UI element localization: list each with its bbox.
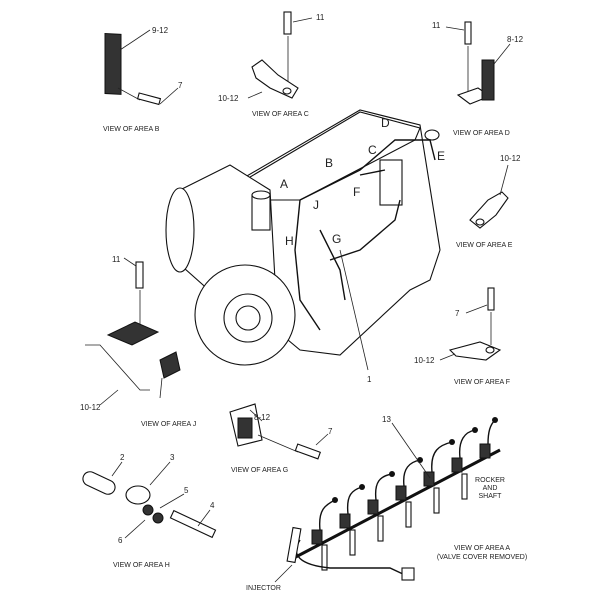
area-letter-j: J bbox=[313, 198, 319, 212]
caption-area-e: VIEW OF AREA E bbox=[456, 242, 513, 249]
caption-area-g: VIEW OF AREA G bbox=[231, 467, 288, 474]
clip-bracket bbox=[106, 321, 160, 346]
callout-13: 13 bbox=[382, 415, 391, 424]
bolt-11 bbox=[283, 11, 292, 35]
view-area-b: 9-12 7 VIEW OF AREA B bbox=[103, 26, 183, 133]
callout-10-12: 10-12 bbox=[80, 403, 101, 412]
clip-bracket-lower bbox=[159, 351, 181, 379]
rocker-label: SHAFT bbox=[479, 493, 503, 500]
callout-5: 5 bbox=[184, 486, 189, 495]
harness-clip-strip bbox=[104, 32, 122, 95]
area-letter-h: H bbox=[285, 234, 294, 248]
view-area-f: 7 10-12 VIEW OF AREA F bbox=[414, 287, 510, 386]
view-area-a: 13 ROCKER AND SHAFT VIEW OF AREA A (VALV… bbox=[246, 415, 527, 592]
view-area-g: 8-12 7 VIEW OF AREA G bbox=[229, 403, 333, 474]
air-cleaner-end bbox=[165, 187, 195, 273]
area-letter-e: E bbox=[437, 149, 445, 163]
caption-area-c: VIEW OF AREA C bbox=[252, 111, 309, 118]
rocker-arms bbox=[311, 443, 491, 571]
callout-9-12: 9-12 bbox=[152, 26, 169, 35]
bolt-11 bbox=[135, 261, 144, 289]
fuel-filter bbox=[379, 159, 403, 206]
callout-6: 6 bbox=[118, 536, 123, 545]
harness-connector bbox=[401, 567, 415, 581]
nut-6 bbox=[152, 512, 164, 524]
view-area-h: 2 3 5 4 6 VIEW OF AREA H bbox=[82, 453, 217, 569]
area-letter-g: G bbox=[332, 232, 341, 246]
bolt-7 bbox=[294, 443, 322, 460]
wiring-harness bbox=[294, 139, 436, 331]
engine-assembly: D C E B A F J H G 1 bbox=[165, 109, 445, 384]
callout-8-12: 8-12 bbox=[507, 35, 524, 44]
intake-pipe bbox=[251, 194, 271, 231]
area-letter-f: F bbox=[353, 185, 360, 199]
area-letter-c: C bbox=[368, 143, 377, 157]
injector-label: INJECTOR bbox=[246, 585, 281, 592]
bolt-4 bbox=[169, 509, 217, 539]
caption-area-d: VIEW OF AREA D bbox=[453, 130, 510, 137]
rocker-shaft bbox=[289, 448, 501, 562]
caption-area-a: VIEW OF AREA A bbox=[454, 545, 510, 552]
view-area-j: 11 10-12 VIEW OF AREA J bbox=[80, 255, 196, 428]
sleeve-2 bbox=[82, 471, 116, 495]
injector bbox=[286, 526, 302, 564]
callout-4: 4 bbox=[210, 501, 215, 510]
callout-7: 7 bbox=[178, 81, 183, 90]
bolt-7 bbox=[487, 287, 495, 311]
callout-10-12: 10-12 bbox=[500, 154, 521, 163]
caption-area-f: VIEW OF AREA F bbox=[454, 379, 510, 386]
rocker-label: ROCKER bbox=[475, 477, 505, 484]
harness-clip bbox=[237, 417, 253, 439]
callout-3: 3 bbox=[170, 453, 175, 462]
washer-5 bbox=[142, 504, 154, 516]
view-area-e: 10-12 VIEW OF AREA E bbox=[456, 154, 521, 249]
bolt-11 bbox=[464, 21, 472, 45]
callout-11: 11 bbox=[432, 21, 441, 30]
callout-7: 7 bbox=[455, 309, 460, 318]
callout-2: 2 bbox=[120, 453, 125, 462]
harness-clip bbox=[481, 59, 495, 101]
caption-area-h: VIEW OF AREA H bbox=[113, 562, 170, 569]
callout-1: 1 bbox=[367, 375, 372, 384]
callout-7: 7 bbox=[328, 427, 333, 436]
callout-10-12: 10-12 bbox=[218, 94, 239, 103]
view-area-d: 11 8-12 VIEW OF AREA D bbox=[432, 21, 524, 137]
wire-connectors bbox=[332, 417, 498, 503]
caption-area-j: VIEW OF AREA J bbox=[141, 421, 196, 428]
callout-10-12: 10-12 bbox=[414, 356, 435, 365]
callout-11: 11 bbox=[112, 255, 121, 264]
area-letter-d: D bbox=[381, 116, 390, 130]
clip-bracket bbox=[448, 341, 502, 361]
injector-wires bbox=[318, 419, 496, 531]
bolt-7 bbox=[136, 92, 162, 106]
clamp-3 bbox=[125, 485, 151, 505]
area-letter-a: A bbox=[280, 177, 288, 191]
area-letter-b: B bbox=[325, 156, 333, 170]
caption-area-a-sub: (VALVE COVER REMOVED) bbox=[437, 554, 527, 561]
callout-8-12: 8-12 bbox=[254, 413, 271, 422]
caption-area-b: VIEW OF AREA B bbox=[103, 126, 160, 133]
callout-11: 11 bbox=[316, 13, 325, 22]
rocker-label: AND bbox=[483, 485, 498, 492]
view-area-c: 11 10-12 VIEW OF AREA C bbox=[218, 11, 325, 118]
